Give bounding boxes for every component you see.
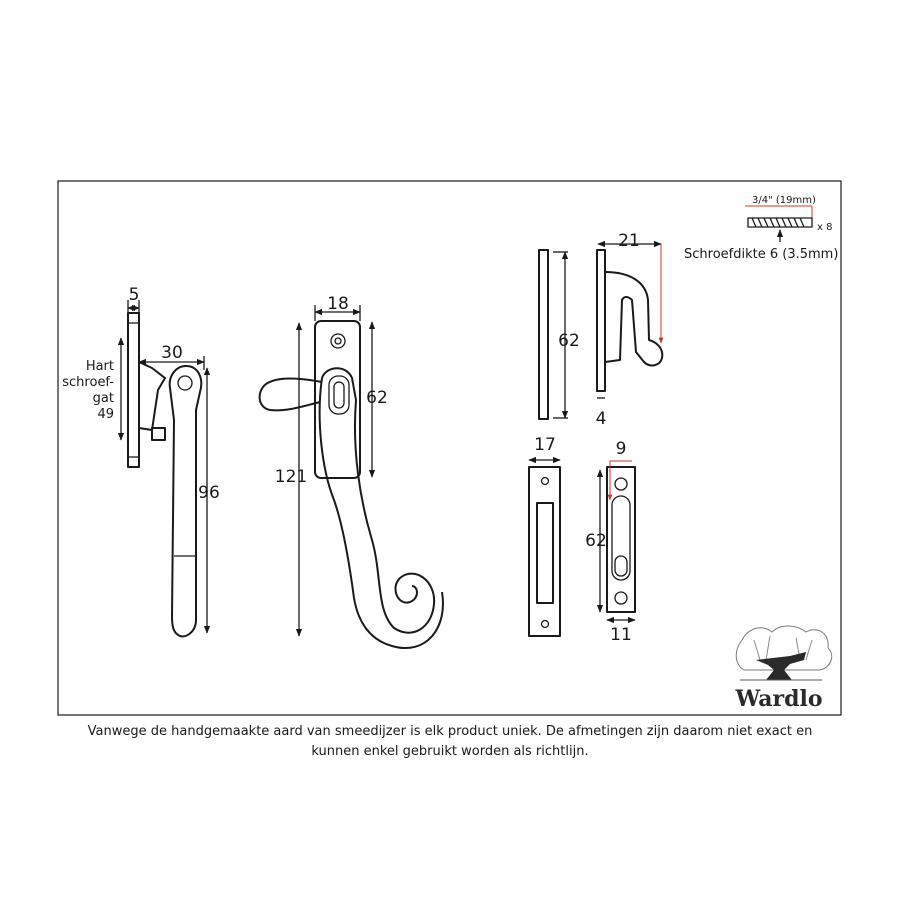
screw-length: 3/4" (19mm) [752,195,816,206]
label-hart-49: 49 [97,407,114,422]
disclaimer: Vanwege de handgemaakte aard van smeedij… [60,722,840,762]
screw-icon [745,205,813,242]
keep-front [528,456,561,637]
dim-side-96: 96 [198,483,220,503]
dim-keep-9: 9 [616,439,627,459]
screw-count: x 8 [817,222,832,233]
logo-wordmark: Wardlo [734,686,822,712]
dim-keep-11: 11 [610,625,632,645]
dim-rest-4: 4 [596,409,607,429]
dim-front-62: 62 [366,388,388,408]
front-view [258,305,444,649]
dim-rest-62: 62 [558,331,580,351]
keep-side [596,460,636,624]
dim-side-30: 30 [161,343,183,363]
side-view [117,300,211,638]
dim-front-121: 121 [275,467,307,487]
rest-plate [538,240,664,420]
disclaimer-line-2: kunnen enkel gebruikt worden als richtli… [311,744,589,759]
dim-front-18: 18 [327,294,349,314]
label-schroef: schroef- [62,375,114,390]
label-gat: gat [93,391,114,406]
drawing-frame [57,180,842,716]
screw-thickness: Schroefdikte 6 (3.5mm) [684,247,838,262]
label-hart: Hart [86,359,114,374]
dim-rest-21: 21 [618,231,640,251]
dim-side-5: 5 [129,285,140,305]
disclaimer-line-1: Vanwege de handgemaakte aard van smeedij… [87,724,813,739]
dim-keep-17: 17 [534,435,556,455]
wardlo-logo: Wardlo [734,625,833,712]
dim-keep-62: 62 [585,531,607,551]
